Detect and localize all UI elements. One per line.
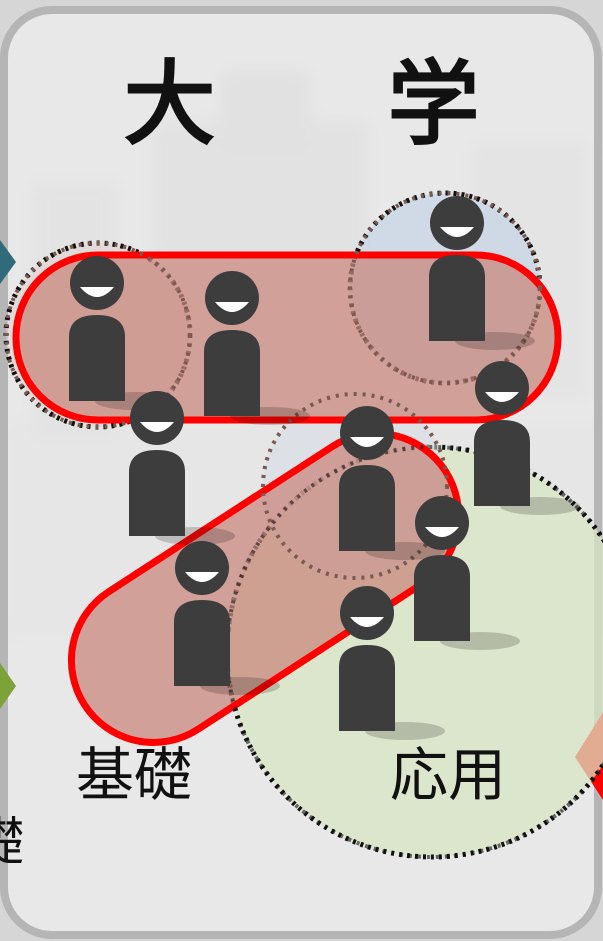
title: 大 学: [123, 51, 550, 158]
left-arrow-green-icon: [0, 663, 16, 709]
person-icon: [204, 271, 310, 425]
person-icon: [339, 586, 445, 740]
person-icon: [339, 406, 445, 560]
person-icon: [174, 541, 280, 695]
label-basic-cut: 礎: [0, 800, 24, 875]
person-icon: [414, 496, 520, 650]
label-basic: 基礎: [76, 741, 193, 809]
person-icon: [474, 361, 580, 515]
person-icon: [129, 391, 235, 545]
person-icon: [429, 196, 535, 350]
left-arrow-teal-icon: [0, 240, 16, 284]
label-applied: 応用: [390, 741, 507, 809]
